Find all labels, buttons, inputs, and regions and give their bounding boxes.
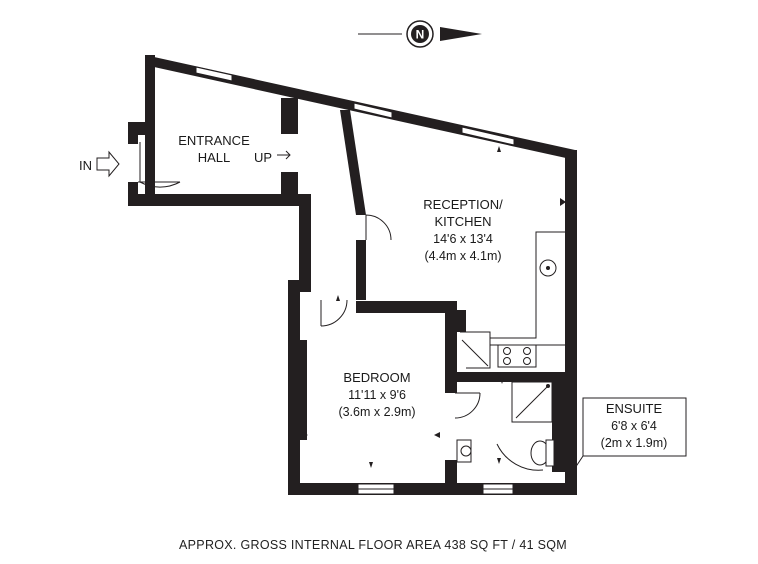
entrance-arrow-icon (96, 150, 120, 178)
wall-bedroom-top-left (288, 280, 311, 292)
entrance-in-label: IN (79, 158, 92, 173)
hob-ring-3-icon (503, 357, 511, 365)
marker-reception-bottom (497, 372, 501, 378)
ensuite-dims-metric: (2m x 1.9m) (601, 436, 668, 450)
wall-bedroom-right-lower (445, 460, 457, 488)
wall-hall-pier-upper (281, 98, 298, 134)
kitchen-unit-outline (460, 331, 491, 369)
wall-hall-bottom (128, 194, 311, 206)
toilet-cistern-icon (545, 439, 555, 467)
marker-ensuite-bottom (497, 458, 501, 464)
shower-head-icon (546, 384, 550, 388)
compass-arrow-icon (440, 27, 482, 41)
walls (128, 55, 577, 495)
reception-dims-imperial: 14'6 x 13'4 (433, 232, 493, 246)
wall-ensuite-top (456, 372, 566, 382)
marker-reception-right (560, 198, 566, 206)
wall-bottom-outer (288, 483, 577, 495)
ensuite-callout-box (582, 397, 687, 457)
marker-bedroom-bottom (369, 462, 373, 468)
marker-bedroom-right (434, 432, 440, 438)
kitchen-unit-diagonal (461, 339, 489, 367)
marker-ensuite-top (500, 378, 504, 384)
ensuite-name: ENSUITE (606, 401, 663, 416)
dimension-markers (302, 146, 566, 468)
door-reception-icon (365, 214, 392, 241)
compass-inner-icon (411, 25, 429, 43)
windows (195, 66, 515, 495)
ensuite-callout-pointer (574, 455, 584, 469)
compass: N (358, 20, 482, 48)
floor-area-caption: APPROX. GROSS INTERNAL FLOOR AREA 438 SQ… (179, 538, 567, 552)
basin-bowl-icon (460, 445, 472, 457)
marker-reception-top (497, 146, 501, 152)
wall-bedroom-right-upper (445, 301, 457, 393)
wall-hall-notch-left (128, 122, 138, 144)
up-label: UP (254, 150, 272, 165)
wall-corridor-diagonal (340, 110, 366, 215)
wall-right-outer (565, 150, 577, 382)
hob-ring-1-icon (503, 347, 511, 355)
wall-bedroom-left (288, 280, 300, 495)
window-hall (195, 66, 233, 82)
marker-corridor (336, 295, 340, 301)
bedroom-dims-imperial: 11'11 x 9'6 (348, 388, 406, 402)
reception-dims-metric: (4.4m x 4.1m) (424, 249, 501, 263)
window-reception-1 (353, 102, 393, 119)
bedroom-dims-metric: (3.6m x 2.9m) (338, 405, 415, 419)
entrance-hall-label-2: HALL (198, 150, 231, 165)
wall-ensuite-inner-right (552, 372, 566, 472)
ensuite-callout: ENSUITE 6'8 x 6'4 (2m x 1.9m) (574, 397, 687, 469)
wall-bedroom-top (356, 301, 456, 313)
compass-letter: N (416, 28, 425, 42)
door-ensuite-icon (454, 392, 481, 419)
door-entrance-icon (139, 142, 181, 188)
window-reception-2 (461, 126, 515, 146)
doors (138, 142, 544, 471)
up-arrow-icon (285, 150, 291, 160)
room-labels: ENTRANCE HALL UP RECEPTION/ KITCHEN 14'6… (178, 133, 503, 419)
shower-diagonal-icon (515, 385, 549, 419)
reception-name-2: KITCHEN (434, 214, 491, 229)
hob-ring-2-icon (523, 347, 531, 355)
entrance-hall-label-1: ENTRANCE (178, 133, 250, 148)
sink-drain-icon (546, 266, 550, 270)
wall-kitchen-stub (456, 310, 466, 332)
bedroom-name: BEDROOM (343, 370, 410, 385)
stair-up-marker (277, 150, 291, 160)
fixtures (456, 231, 567, 467)
entrance-marker: IN (79, 150, 120, 178)
wall-ensuite-right (565, 372, 577, 495)
door-ensuite-swing-icon (496, 443, 544, 471)
wall-corridor-left (299, 194, 311, 289)
door-bedroom-icon (320, 299, 348, 327)
wall-hall-pier-lower (281, 172, 298, 194)
wall-corridor-right (356, 240, 366, 300)
ensuite-dims-imperial: 6'8 x 6'4 (611, 419, 657, 433)
marker-bedroom-left (302, 432, 308, 438)
hob-icon (497, 344, 537, 368)
reception-name-1: RECEPTION/ (423, 197, 503, 212)
wall-bedroom-left-thick (297, 340, 307, 440)
hob-ring-4-icon (523, 357, 531, 365)
